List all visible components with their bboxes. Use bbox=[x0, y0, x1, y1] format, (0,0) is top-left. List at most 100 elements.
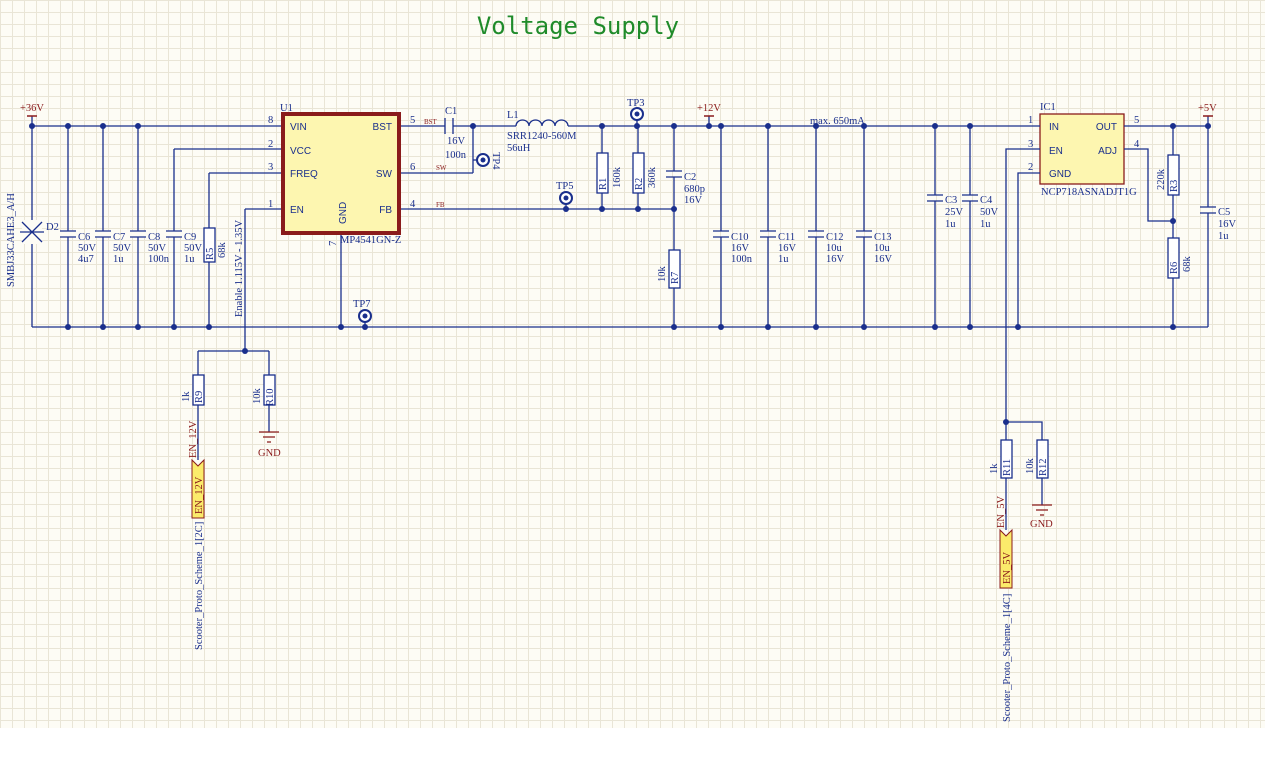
c9-capacitor[interactable]: C9 50V 1u bbox=[166, 230, 203, 265]
svg-text:C4: C4 bbox=[980, 195, 993, 206]
svg-text:360k: 360k bbox=[647, 166, 658, 188]
capacitors: C6 50V 4u7 C7 50V 1u C8 50V 100n C9 50V … bbox=[60, 106, 1237, 265]
svg-text:C7: C7 bbox=[113, 232, 125, 243]
svg-text:16V: 16V bbox=[778, 243, 797, 254]
en12-port-label: EN_12V bbox=[194, 476, 205, 514]
tp3-testpoint[interactable]: TP3 bbox=[627, 98, 645, 121]
svg-text:50V: 50V bbox=[184, 243, 203, 254]
svg-text:TP5: TP5 bbox=[556, 181, 574, 192]
junctions bbox=[29, 123, 1211, 425]
svg-text:16V: 16V bbox=[826, 254, 845, 265]
net-fb: FB bbox=[436, 201, 445, 209]
net-bst: BST bbox=[424, 118, 438, 126]
u1-ic[interactable]: U1 MP4541GN-Z VIN VCC FREQ EN GND BST SW… bbox=[268, 103, 416, 246]
r5-resistor[interactable]: R5 68k bbox=[203, 227, 228, 263]
svg-text:50V: 50V bbox=[980, 207, 999, 218]
svg-text:1u: 1u bbox=[184, 254, 195, 265]
u1-pin-fb: FB bbox=[379, 205, 392, 216]
c11-capacitor[interactable]: C11 16V 1u bbox=[760, 230, 797, 265]
svg-text:10u: 10u bbox=[874, 243, 891, 254]
c13-capacitor[interactable]: C13 10u 16V bbox=[856, 230, 893, 265]
svg-text:25V: 25V bbox=[945, 207, 964, 218]
c10-capacitor[interactable]: C10 16V 100n bbox=[713, 230, 753, 265]
c4-capacitor[interactable]: C4 50V 1u bbox=[962, 194, 999, 230]
svg-text:C6: C6 bbox=[78, 232, 90, 243]
svg-text:160k: 160k bbox=[612, 166, 623, 188]
power-ports: +36V +12V +5V bbox=[20, 103, 1217, 117]
svg-text:50V: 50V bbox=[113, 243, 132, 254]
svg-text:R3: R3 bbox=[1169, 180, 1180, 192]
l1-inductor[interactable]: L1 SRR1240-560M 56uH bbox=[507, 110, 577, 154]
svg-text:TP7: TP7 bbox=[353, 299, 371, 310]
svg-text:C5: C5 bbox=[1218, 207, 1230, 218]
svg-text:4u7: 4u7 bbox=[78, 254, 94, 265]
c3-capacitor[interactable]: C3 25V 1u bbox=[927, 194, 964, 230]
d2-tvs-diode[interactable]: D2 SMBJ33CAHE3_A/H bbox=[6, 193, 59, 287]
svg-text:R11: R11 bbox=[1002, 459, 1013, 476]
svg-text:ADJ: ADJ bbox=[1098, 146, 1117, 157]
c7-capacitor[interactable]: C7 50V 1u bbox=[95, 230, 132, 265]
svg-text:GND: GND bbox=[258, 448, 281, 459]
ic1-ldo[interactable]: IC1 NCP718ASNADJT1G IN EN GND OUT ADJ 1 … bbox=[1028, 102, 1140, 198]
r6-resistor[interactable]: R6 68k bbox=[1167, 237, 1193, 279]
en12-port[interactable]: EN_12V EN_12V Scooter_Proto_Scheme_1[2C] bbox=[188, 420, 205, 650]
tp7-testpoint[interactable]: TP7 bbox=[353, 299, 372, 323]
svg-text:1: 1 bbox=[1028, 115, 1033, 126]
svg-text:NCP718ASNADJT1G: NCP718ASNADJT1G bbox=[1041, 187, 1137, 198]
c8-capacitor[interactable]: C8 50V 100n bbox=[130, 230, 170, 265]
c12-capacitor[interactable]: C12 10u 16V bbox=[808, 230, 845, 265]
c6-capacitor[interactable]: C6 50V 4u7 bbox=[60, 230, 97, 265]
r3-resistor[interactable]: R3 220k bbox=[1156, 154, 1180, 196]
svg-text:1u: 1u bbox=[778, 254, 789, 265]
en12-net-label: EN_12V bbox=[188, 420, 199, 458]
u1-pin7-num: 7 bbox=[328, 241, 339, 246]
r1-resistor[interactable]: R1 160k bbox=[596, 152, 623, 194]
r11-resistor[interactable]: R11 1k bbox=[989, 439, 1013, 479]
net-sw: SW bbox=[436, 164, 447, 172]
en5-port-label: EN_5V bbox=[1002, 552, 1013, 584]
svg-text:3: 3 bbox=[1028, 139, 1033, 150]
svg-text:C11: C11 bbox=[778, 232, 795, 243]
power-36v-label: +36V bbox=[20, 103, 44, 114]
tp5-testpoint[interactable]: TP5 bbox=[556, 181, 574, 205]
svg-text:4: 4 bbox=[1134, 139, 1140, 150]
svg-text:50V: 50V bbox=[148, 243, 167, 254]
svg-text:10u: 10u bbox=[826, 243, 843, 254]
u1-pin1-num: 1 bbox=[268, 199, 273, 210]
svg-text:R2: R2 bbox=[634, 178, 645, 190]
c2-capacitor[interactable]: C2 680p 16V bbox=[666, 170, 705, 206]
svg-text:56uH: 56uH bbox=[507, 143, 531, 154]
svg-text:1k: 1k bbox=[989, 463, 1000, 474]
tp4-testpoint[interactable]: TP4 bbox=[476, 152, 501, 170]
svg-text:50V: 50V bbox=[78, 243, 97, 254]
svg-text:EN: EN bbox=[1049, 146, 1063, 157]
svg-text:IC1: IC1 bbox=[1040, 102, 1056, 113]
r7-resistor[interactable]: R7 10k bbox=[657, 249, 681, 289]
u1-part: MP4541GN-Z bbox=[340, 235, 401, 246]
svg-text:C1: C1 bbox=[445, 106, 457, 117]
en5-port[interactable]: EN_5V EN_5V Scooter_Proto_Scheme_1[4C] bbox=[996, 496, 1013, 722]
c5-capacitor[interactable]: C5 16V 1u bbox=[1200, 206, 1237, 242]
svg-text:1u: 1u bbox=[113, 254, 124, 265]
r12-resistor[interactable]: R12 10k bbox=[1025, 439, 1049, 479]
r9-resistor[interactable]: R9 1k bbox=[181, 374, 205, 406]
svg-text:IN: IN bbox=[1049, 122, 1059, 133]
svg-text:C9: C9 bbox=[184, 232, 196, 243]
svg-text:R6: R6 bbox=[1169, 262, 1180, 274]
svg-text:220k: 220k bbox=[1156, 168, 1167, 190]
svg-text:16V: 16V bbox=[684, 195, 703, 206]
net-en-range: Enable 1.115V - 1.35V bbox=[234, 219, 245, 317]
svg-text:C8: C8 bbox=[148, 232, 160, 243]
en5-sheet-ref: Scooter_Proto_Scheme_1[4C] bbox=[1002, 594, 1013, 722]
r2-resistor[interactable]: R2 360k bbox=[632, 152, 658, 194]
gnd-symbol-2: GND bbox=[1030, 504, 1053, 530]
c1-capacitor[interactable]: C1 16V 100n bbox=[444, 106, 467, 161]
u1-pin5-num: 5 bbox=[410, 115, 415, 126]
resistors: R5 68k R1 160k R2 360k R7 10k R9 1k R10 … bbox=[181, 152, 1193, 479]
svg-text:68k: 68k bbox=[217, 242, 228, 259]
svg-text:C2: C2 bbox=[684, 172, 696, 183]
svg-text:C13: C13 bbox=[874, 232, 892, 243]
svg-text:R1: R1 bbox=[598, 178, 609, 190]
r10-resistor[interactable]: R10 10k bbox=[252, 374, 276, 406]
svg-text:100n: 100n bbox=[445, 150, 467, 161]
